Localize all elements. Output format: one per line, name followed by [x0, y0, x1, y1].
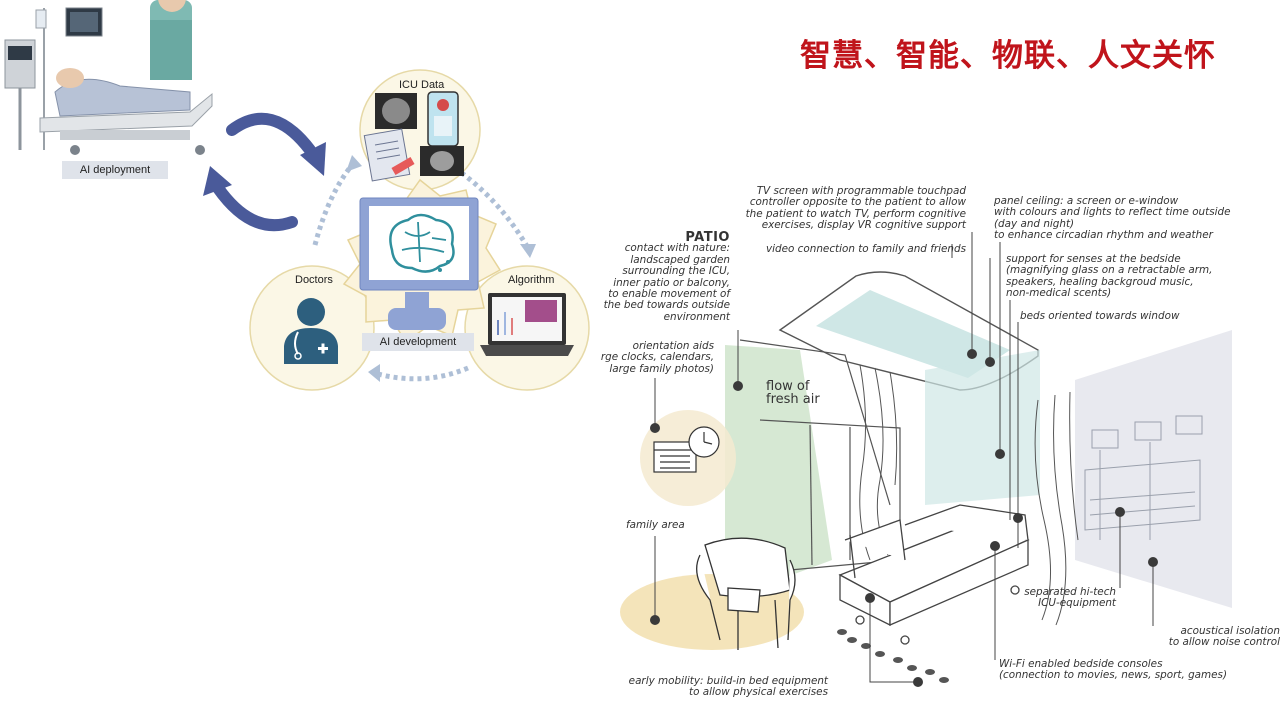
acoustic-annotation: acoustical isolation to allow noise cont… [1168, 625, 1280, 649]
laptop-icon [480, 293, 574, 356]
ai-development-label: AI development [362, 333, 474, 351]
brain-monitor [359, 197, 479, 330]
hospital-bed [838, 504, 1030, 645]
icu-data-label: ICU Data [399, 79, 445, 91]
algorithm-label: Algorithm [508, 274, 555, 286]
doctors-circle [249, 265, 375, 391]
patio-annotation: PATIO contact with nature: landscaped ga… [603, 230, 730, 323]
footprints [837, 629, 949, 683]
leader-lines [654, 232, 1154, 683]
panel-ceiling-annotation: panel ceiling: a screen or e-window with… [994, 195, 1231, 242]
equipment-wall [1075, 330, 1232, 608]
beds-oriented-annotation: beds oriented towards window [1020, 310, 1180, 322]
calendar-clock-icon [653, 426, 720, 473]
doctor-icon [284, 298, 338, 364]
icu-data-images [363, 91, 464, 182]
fresh-air-annotation: flow of fresh air [766, 379, 820, 407]
senses-annotation: support for senses at the bedside (magni… [1006, 253, 1213, 300]
leader-dots [650, 349, 1158, 687]
armchair [696, 537, 796, 650]
doctors-label: Doctors [295, 274, 333, 286]
curtains [859, 364, 1079, 626]
page-title: 智慧、智能、物联、人文关怀 [800, 38, 1216, 74]
wifi-annotation: Wi-Fi enabled bedside consoles (connecti… [999, 658, 1228, 682]
fresh-air-area [725, 345, 832, 600]
deployment-arrows [203, 112, 326, 232]
early-mobility-annotation: early mobility: build-in bed equipment t… [628, 675, 828, 699]
tv-screen-annotation: TV screen with programmable touchpad con… [745, 185, 966, 232]
hitech-annotation: separated hi-tech ICU-equipment [1024, 586, 1116, 610]
video-annotation: video connection to family and friends [766, 243, 966, 255]
family-area-annotation: family area [626, 519, 685, 531]
hitech-equipment [1084, 415, 1203, 540]
icu-bed-illustration [4, 0, 213, 155]
ai-deployment-label: AI deployment [62, 161, 168, 179]
orientation-annotation: orientation aids rge clocks, calendars, … [600, 340, 714, 375]
ceiling-panel [816, 290, 1010, 378]
